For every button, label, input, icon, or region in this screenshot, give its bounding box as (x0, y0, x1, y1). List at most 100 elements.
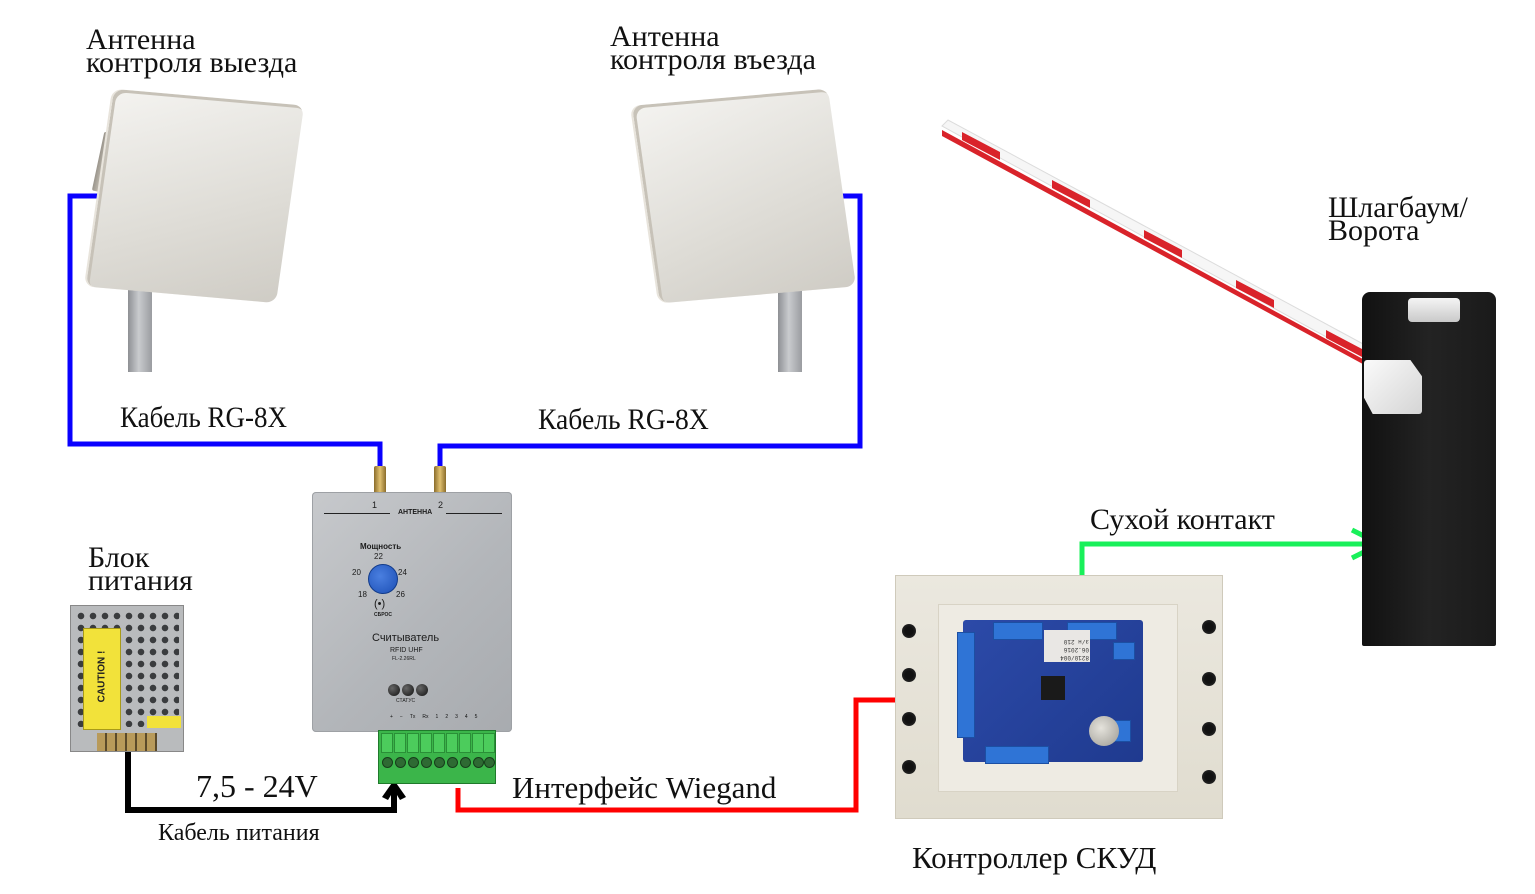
terminal-pin (483, 733, 495, 753)
wiegand-cable (455, 697, 948, 813)
grommet (1202, 722, 1216, 736)
grommet (902, 668, 916, 682)
caution-sticker: CAUTION ! (83, 628, 121, 730)
antenna-exit (78, 88, 305, 378)
terminal-label: 4 (464, 714, 468, 720)
power-dial[interactable] (368, 564, 398, 594)
terminal-screw (382, 757, 393, 768)
power-supply-label: Блок питания (88, 542, 193, 598)
power-scale-18: 18 (358, 590, 367, 599)
antenna-pole (128, 282, 152, 372)
panel-antenna-icon (631, 88, 857, 304)
power-title-label: Мощность (360, 542, 402, 551)
antenna-port-1-connector (374, 466, 386, 496)
voltage-label: 7,5 - 24V (196, 768, 318, 804)
terminal-label: − (399, 714, 403, 720)
power-scale-24: 24 (398, 568, 407, 577)
terminal-label: Tx (409, 714, 416, 720)
terminal-pin (394, 733, 406, 753)
status-led-2 (402, 684, 414, 696)
terminal-screw (408, 757, 419, 768)
power-supply-icon: CAUTION ! (70, 605, 184, 752)
controller-sticker: 8210/004 06.2016 з/н 210 (1044, 630, 1090, 662)
grommet (902, 760, 916, 774)
power-cable (125, 752, 397, 813)
reader-model: FL-2.26RL (392, 656, 416, 662)
caution-text: CAUTION ! (96, 650, 108, 703)
antenna-entry-label-line2: контроля въезда (610, 43, 816, 77)
terminal-pin (420, 733, 432, 753)
divider (324, 513, 390, 514)
power-cable-label: Кабель питания (158, 820, 320, 846)
panel-antenna-icon (85, 88, 305, 304)
terminal-labels: + − Tx Rx 1 2 3 4 5 (390, 714, 477, 720)
terminal-pin (407, 733, 419, 753)
grommet (1202, 770, 1216, 784)
sticker-line: 8210/004 (1060, 654, 1089, 661)
mcu-chip (1041, 676, 1065, 700)
status-led-1 (388, 684, 400, 696)
sticker-line: 06.2016 (1063, 646, 1089, 653)
power-scale-26: 26 (396, 590, 405, 599)
terminal-pin (433, 733, 445, 753)
terminal-pin (446, 733, 458, 753)
pcb-terminal (993, 622, 1043, 640)
terminal-label: 2 (445, 714, 449, 720)
barrier-arm (941, 119, 1379, 369)
barrier-label-line1: Шлагбаум/ (1328, 191, 1468, 224)
antenna-header-label: АНТЕННА (398, 509, 433, 516)
antenna-entry-label-line1: Антенна (610, 20, 720, 53)
terminal-screw (447, 757, 458, 768)
wiegand-label: Интерфейс Wiegand (512, 770, 777, 805)
terminal-label: Rx (422, 714, 429, 720)
cable-right-label: Кабель RG-8X (538, 403, 709, 436)
terminal-label: 5 (474, 714, 478, 720)
barrier-arm-clamp (1364, 360, 1422, 414)
terminal-sticker (147, 716, 181, 728)
terminal-screw (421, 757, 432, 768)
terminal-screw (484, 757, 495, 768)
sticker-line: з/н 210 (1063, 638, 1089, 645)
terminal-label: 1 (435, 714, 439, 720)
barrier-label: Шлагбаум/ Ворота (1328, 191, 1468, 248)
power-supply-label-line2: питания (88, 564, 193, 598)
psu-terminal-strip (97, 733, 157, 751)
barrier-label-line2: Ворота (1328, 214, 1420, 248)
grommet (1202, 672, 1216, 686)
port-2-label: 2 (438, 500, 444, 510)
cable-left-label: Кабель RG-8X (120, 401, 288, 434)
controller-pcb (957, 620, 1143, 764)
coin-battery (1089, 716, 1119, 746)
antenna-entry (631, 88, 857, 378)
reset-label: СБРОС (374, 612, 392, 618)
barrier-top-lamp (1408, 298, 1460, 322)
pcb-terminal (957, 632, 975, 738)
barrier-gate-icon (1362, 292, 1498, 648)
reader-terminal-block (378, 730, 496, 784)
terminal-pin (459, 733, 471, 753)
terminal-screw (395, 757, 406, 768)
terminal-label: 3 (455, 714, 458, 720)
status-label: СТАТУС (396, 698, 416, 704)
power-scale-20: 20 (352, 568, 361, 577)
reader-name: Считыватель (372, 632, 440, 644)
antenna-entry-label: Антенна контроля въезда (610, 20, 816, 77)
dry-contact-label: Сухой контакт (1090, 503, 1275, 536)
terminal-screw (434, 757, 445, 768)
grommet (902, 712, 916, 726)
antenna-port-2-connector (434, 466, 446, 496)
terminal-screw (473, 757, 484, 768)
power-scale-22: 22 (374, 552, 383, 561)
terminal-label: + (390, 714, 393, 720)
grommet (1202, 620, 1216, 634)
reset-button-icon[interactable]: (•) (374, 598, 386, 610)
rfid-reader: 1 2 АНТЕННА Мощность 20 22 24 18 26 (•) … (312, 492, 512, 732)
power-arrowhead (382, 780, 406, 800)
status-led-3 (416, 684, 428, 696)
reader-type: RFID UHF (390, 647, 423, 654)
port-1-label: 1 (372, 500, 378, 510)
controller-label: Контроллер СКУД (912, 840, 1157, 875)
antenna-exit-label-line1: Антенна (86, 23, 196, 56)
antenna-exit-label: Антенна контроля выезда (86, 23, 297, 78)
